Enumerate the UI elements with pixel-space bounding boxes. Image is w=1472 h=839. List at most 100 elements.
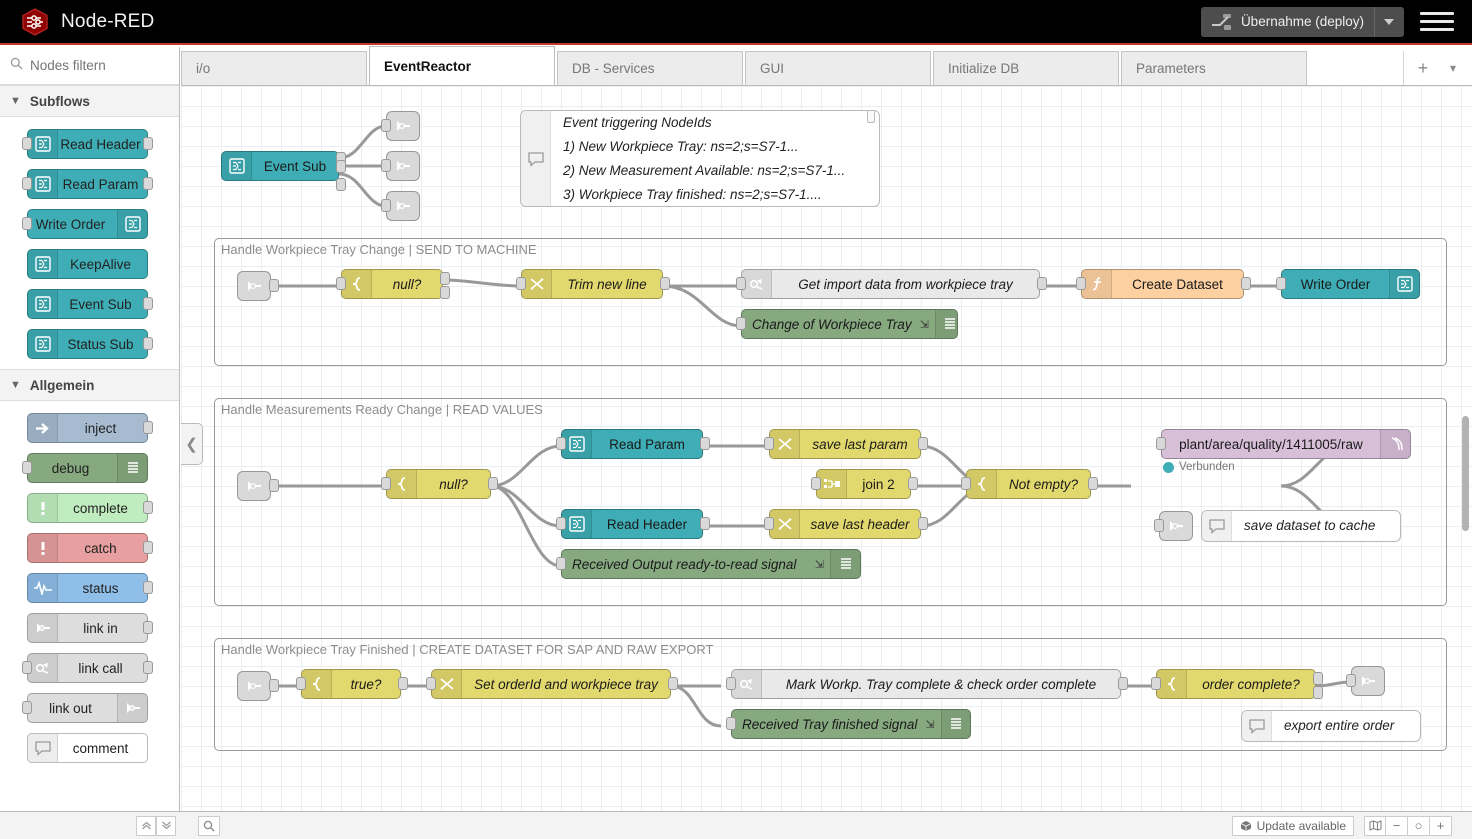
node-port-in[interactable]	[426, 677, 436, 690]
node-port-in[interactable]	[336, 277, 346, 290]
update-available-button[interactable]: Update available	[1231, 815, 1354, 836]
flow-node-switch-null-2[interactable]: null?	[386, 469, 491, 499]
flow-node-comment-export-order[interactable]: export entire order	[1241, 710, 1421, 742]
flow-node-link-in[interactable]	[237, 671, 271, 701]
flow-node-link-out[interactable]	[386, 191, 420, 221]
add-flow-button[interactable]: +	[1417, 57, 1429, 78]
node-port-in[interactable]	[296, 677, 306, 690]
palette-category-subflows[interactable]: ▼Subflows	[0, 85, 179, 117]
node-port-in[interactable]	[1156, 437, 1166, 450]
node-port-out[interactable]	[336, 160, 346, 173]
flow-node-set-orderid[interactable]: Set orderId and workpiece tray	[431, 669, 671, 699]
node-port-out[interactable]	[143, 581, 153, 594]
node-port-out[interactable]	[488, 477, 498, 490]
tab-parameters[interactable]: Parameters	[1121, 51, 1307, 85]
node-port-in[interactable]	[22, 177, 32, 190]
expand-all-button[interactable]	[156, 815, 176, 836]
palette-node-status-sub[interactable]: Status Sub	[27, 329, 148, 359]
palette-search-input[interactable]	[30, 58, 160, 73]
node-port-out[interactable]	[1088, 477, 1098, 490]
node-port-out[interactable]	[1037, 277, 1047, 290]
palette-category-allgemein[interactable]: ▼Allgemein	[0, 369, 179, 401]
palette-node-event-sub[interactable]: Event Sub	[27, 289, 148, 319]
node-port-in[interactable]	[22, 661, 32, 674]
flow-node-join-2[interactable]: join 2	[816, 469, 911, 499]
palette-node-status[interactable]: status	[27, 573, 148, 603]
node-port-out[interactable]	[660, 277, 670, 290]
flow-node-link-out[interactable]	[386, 111, 420, 141]
palette-node-debug[interactable]: debug	[27, 453, 148, 483]
palette-node-inject[interactable]: inject	[27, 413, 148, 443]
flow-node-debug-tray-finished[interactable]: Received Tray finished signal ⇲	[731, 709, 971, 739]
flow-node-write-order[interactable]: Write Order	[1281, 269, 1420, 299]
tab-i-o[interactable]: i/o	[181, 51, 367, 85]
node-port-in[interactable]	[381, 477, 391, 490]
node-port-in[interactable]	[1276, 277, 1286, 290]
flow-node-function-create-dataset[interactable]: Create Dataset	[1081, 269, 1244, 299]
palette-node-catch[interactable]: catch	[27, 533, 148, 563]
node-port-out[interactable]	[143, 297, 153, 310]
node-port-in[interactable]	[1346, 674, 1356, 687]
flow-node-link-in[interactable]	[237, 471, 271, 501]
palette-node-link-call[interactable]: link call	[27, 653, 148, 683]
node-port-in[interactable]	[736, 317, 746, 330]
node-port-in[interactable]	[1076, 277, 1086, 290]
node-port-out[interactable]	[143, 661, 153, 674]
node-port-in[interactable]	[556, 437, 566, 450]
palette-node-keepalive[interactable]: KeepAlive	[27, 249, 148, 279]
flow-node-save-last-param[interactable]: save last param	[769, 429, 921, 459]
node-port-in[interactable]	[556, 557, 566, 570]
tab-db-services[interactable]: DB - Services	[557, 51, 743, 85]
node-port-out[interactable]	[440, 272, 450, 285]
node-port-in[interactable]	[764, 517, 774, 530]
canvas-vertical-scrollbar[interactable]	[1462, 416, 1469, 531]
node-port-in[interactable]	[736, 277, 746, 290]
node-port-out[interactable]	[1313, 672, 1323, 685]
node-port-in[interactable]	[1151, 677, 1161, 690]
node-port-out[interactable]	[700, 517, 710, 530]
flow-node-link-call-import[interactable]: Get import data from workpiece tray	[741, 269, 1040, 299]
node-port-out[interactable]	[143, 541, 153, 554]
flow-group-1[interactable]: Handle Workpiece Tray Change | SEND TO M…	[214, 238, 1447, 366]
flow-node-switch-order-complete[interactable]: order complete?	[1156, 669, 1316, 699]
node-port-in[interactable]	[726, 717, 736, 730]
node-port-in[interactable]	[764, 437, 774, 450]
flow-node-link-out-cache[interactable]	[1159, 511, 1193, 541]
node-port-out[interactable]	[143, 177, 153, 190]
node-port-in[interactable]	[381, 119, 391, 132]
flow-node-switch-not-empty[interactable]: Not empty?	[966, 469, 1091, 499]
palette-node-link-in[interactable]: link in	[27, 613, 148, 643]
node-port-out[interactable]	[908, 477, 918, 490]
node-port-out[interactable]	[143, 421, 153, 434]
flow-node-mqtt-out[interactable]: plant/area/quality/1411005/raw	[1161, 429, 1411, 459]
flow-node-save-last-header[interactable]: save last header	[769, 509, 921, 539]
deploy-dropdown-button[interactable]	[1374, 6, 1402, 37]
zoom-reset-button[interactable]: ○	[1408, 815, 1430, 836]
node-port-in[interactable]	[1154, 519, 1164, 532]
tab-eventreactor[interactable]: EventReactor	[369, 46, 555, 85]
node-port-in[interactable]	[556, 517, 566, 530]
palette-node-write-order[interactable]: Write Order	[27, 209, 148, 239]
zoom-out-button[interactable]: −	[1386, 815, 1408, 836]
palette-node-read-param[interactable]: Read Param	[27, 169, 148, 199]
flow-node-read-header[interactable]: Read Header	[561, 509, 703, 539]
node-port-out[interactable]	[336, 178, 346, 191]
flow-group-2[interactable]: Handle Measurements Ready Change | READ …	[214, 398, 1447, 606]
palette-node-complete[interactable]: complete	[27, 493, 148, 523]
tab-menu-button[interactable]: ▾	[1449, 61, 1457, 75]
node-port-in[interactable]	[516, 277, 526, 290]
node-port-out[interactable]	[668, 677, 678, 690]
node-port-out[interactable]	[1313, 686, 1323, 699]
tab-gui[interactable]: GUI	[745, 51, 931, 85]
flow-node-mark-tray-complete[interactable]: Mark Workp. Tray complete & check order …	[731, 669, 1121, 699]
node-port-out[interactable]	[1241, 277, 1251, 290]
flow-node-switch-null[interactable]: null?	[341, 269, 443, 299]
main-menu-button[interactable]	[1420, 7, 1454, 36]
node-port-out[interactable]	[398, 677, 408, 690]
flow-node-read-param[interactable]: Read Param	[561, 429, 703, 459]
node-port-out[interactable]	[143, 137, 153, 150]
node-port-in[interactable]	[726, 677, 736, 690]
deploy-button[interactable]: Übernahme (deploy)	[1200, 6, 1404, 37]
